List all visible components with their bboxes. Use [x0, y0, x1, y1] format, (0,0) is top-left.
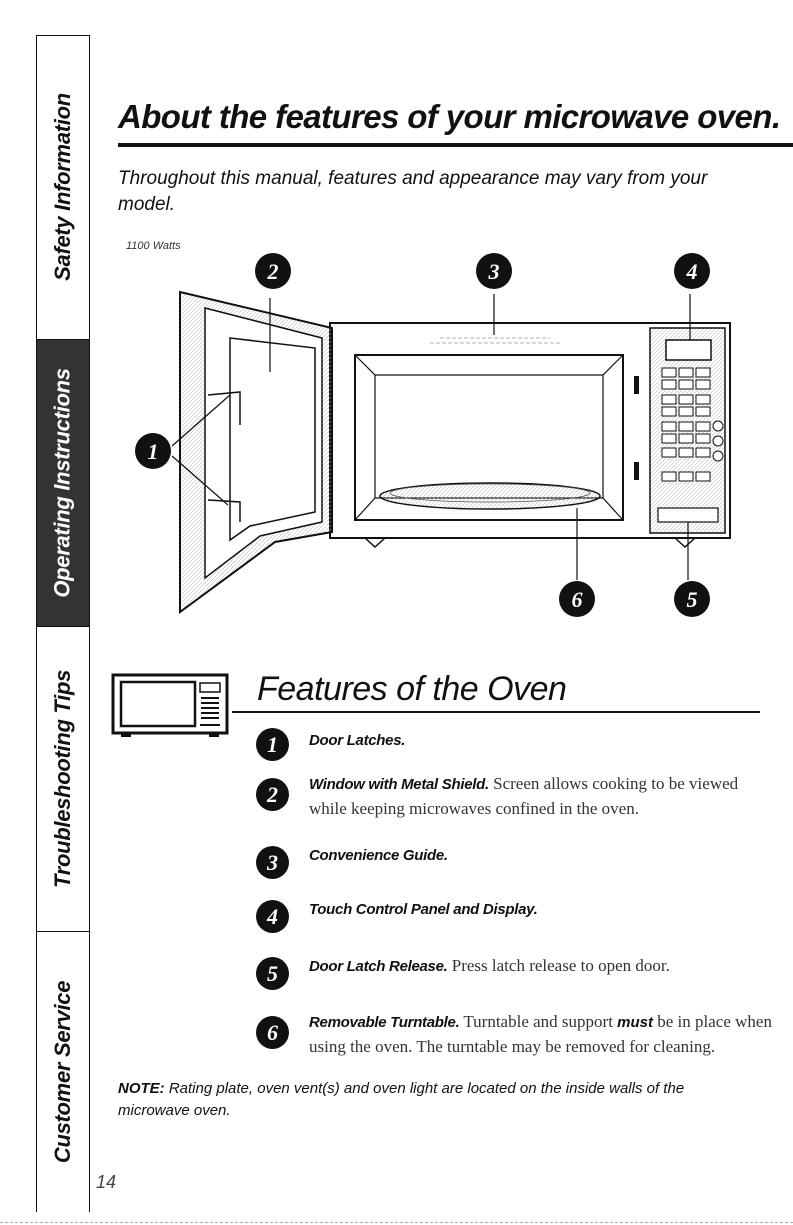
tab-label: Safety Information — [50, 93, 76, 281]
callout-leaders — [171, 294, 691, 580]
feature-number-badge: 2 — [256, 778, 289, 811]
feature-text: Window with Metal Shield. Screen allows … — [309, 772, 776, 821]
page-number: 14 — [96, 1172, 117, 1192]
title-rule — [118, 143, 793, 147]
microwave-diagram: 2 3 4 1 6 5 — [135, 253, 731, 617]
feature-description: Screen allows cooking to be viewed while… — [309, 774, 739, 818]
microwave-icon — [111, 673, 229, 737]
control-panel — [649, 327, 726, 534]
feature-number-badge: 6 — [256, 1016, 289, 1049]
feature-term: Touch Control Panel and Display. — [309, 901, 538, 918]
tab-operating-instructions[interactable]: Operating Instructions — [37, 340, 89, 627]
feature-description: be in place when using the oven. The tur… — [309, 1012, 772, 1056]
page-bottom-edge — [0, 1222, 793, 1223]
callout-number: 4 — [686, 259, 698, 284]
feature-item-6: 6 Removable Turntable. Turntable and sup… — [256, 1010, 776, 1059]
callout-number: 2 — [267, 259, 279, 284]
feature-term: Window with Metal Shield. — [309, 776, 489, 793]
feature-item-2: 2 Window with Metal Shield. Screen allow… — [256, 772, 776, 821]
tab-bar-top-rule — [37, 35, 89, 36]
wattage-label: 1100 Watts — [126, 240, 181, 252]
tab-label: Operating Instructions — [50, 368, 75, 598]
note-text: Rating plate, oven vent(s) and oven ligh… — [118, 1080, 685, 1119]
tab-label: Troubleshooting Tips — [50, 669, 76, 889]
callout-number: 3 — [488, 259, 500, 284]
note-label: NOTE: — [118, 1080, 165, 1097]
feature-text: Door Latches. — [309, 728, 776, 753]
tab-label: Customer Service — [50, 980, 76, 1164]
feature-item-4: 4 Touch Control Panel and Display. — [256, 897, 776, 933]
feature-text: Convenience Guide. — [309, 843, 776, 868]
feature-text: Door Latch Release. Press latch release … — [309, 954, 776, 979]
diagram-callout-6: 6 — [559, 581, 595, 617]
feature-number-badge: 5 — [256, 957, 289, 990]
tab-troubleshooting-tips[interactable]: Troubleshooting Tips — [37, 627, 89, 932]
feature-number-badge: 4 — [256, 900, 289, 933]
feature-text: Touch Control Panel and Display. — [309, 897, 776, 922]
feature-term: Door Latches. — [309, 732, 406, 749]
feature-term: Door Latch Release. — [309, 958, 448, 975]
tab-customer-service[interactable]: Customer Service — [37, 932, 89, 1212]
feature-term: Convenience Guide. — [309, 847, 448, 864]
diagram-callout-5: 5 — [674, 581, 710, 617]
feature-text: Removable Turntable. Turntable and suppo… — [309, 1010, 776, 1059]
feature-term: Removable Turntable. — [309, 1014, 460, 1031]
feature-item-5: 5 Door Latch Release. Press latch releas… — [256, 954, 776, 990]
page-title: About the features of your microwave ove… — [118, 98, 781, 135]
feature-emphasis: must — [617, 1014, 654, 1031]
feature-item-3: 3 Convenience Guide. — [256, 843, 776, 879]
feature-description: Press latch release to open door. — [451, 956, 670, 975]
callout-number: 5 — [687, 587, 698, 612]
feature-number-badge: 3 — [256, 846, 289, 879]
callout-number: 1 — [148, 439, 159, 464]
callout-number: 6 — [572, 587, 583, 612]
oven-door — [179, 290, 333, 614]
section-tab-bar: Safety Information Operating Instruction… — [36, 35, 90, 1212]
note: NOTE: Rating plate, oven vent(s) and ove… — [118, 1078, 758, 1122]
diagram-callout-3: 3 — [476, 253, 512, 289]
feature-number-badge: 1 — [256, 728, 289, 761]
intro-text: Throughout this manual, features and app… — [118, 168, 708, 215]
feature-item-1: 1 Door Latches. — [256, 728, 776, 761]
features-title: Features of the Oven — [257, 670, 567, 708]
tab-safety-information[interactable]: Safety Information — [37, 35, 89, 340]
diagram-callout-2: 2 — [255, 253, 291, 289]
features-rule — [232, 711, 760, 713]
diagram-callout-4: 4 — [674, 253, 710, 289]
feature-description: Turntable and support — [463, 1012, 613, 1031]
diagram-callout-1: 1 — [135, 433, 171, 469]
